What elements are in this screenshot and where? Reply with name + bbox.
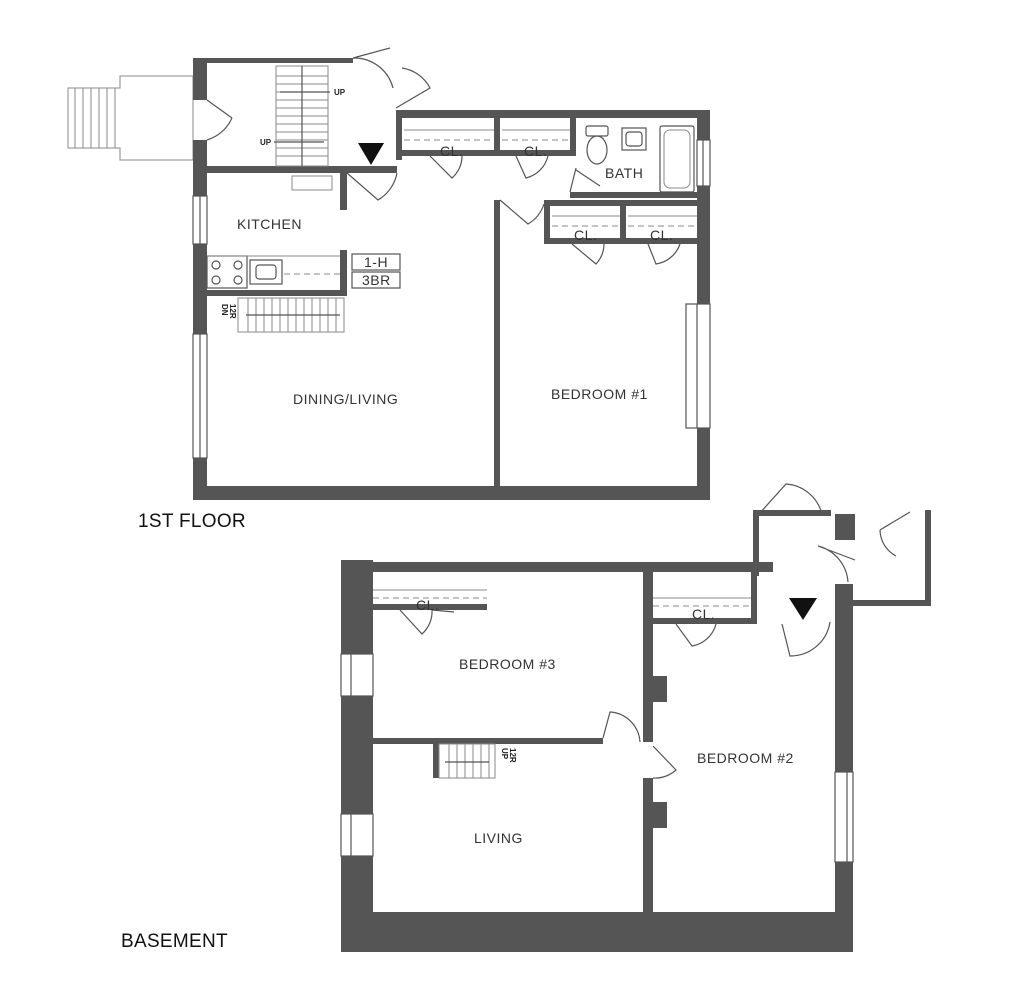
stair-up-label-2: UP (260, 138, 272, 147)
stair-down-count: 12R (228, 304, 237, 319)
basement-floor: CL. CL. UP 12R BEDROOM #3 BEDROOM #2 LIV… (340, 483, 931, 952)
exterior-steps (67, 75, 194, 161)
closet-label: CL. (440, 143, 463, 159)
basement-windows (340, 653, 854, 863)
first-floor-closets (404, 129, 697, 265)
basement-stair-up-label: UP (500, 748, 509, 760)
entry-arrow-icon (789, 598, 817, 620)
closet-label: CL. (524, 143, 547, 159)
first-floor: UP UP CL. CL. CL. CL. (67, 47, 711, 500)
first-floor-walls (193, 58, 710, 500)
stair-up-label-1: UP (334, 88, 346, 97)
toilet-icon (585, 125, 609, 165)
basement-stair-count: 12R (508, 748, 517, 763)
closet-label: CL. (650, 227, 673, 243)
bedroom-3-label: BEDROOM #3 (459, 656, 556, 672)
unit-type: 3BR (362, 272, 391, 288)
stove-icon (211, 260, 243, 285)
closet-label: CL. (416, 597, 439, 613)
basement-walls (341, 510, 931, 952)
kitchen-counter (206, 255, 340, 289)
first-floor-title: 1ST FLOOR (138, 511, 246, 532)
basement-closets (373, 589, 751, 607)
first-floor-windows (192, 139, 711, 459)
bedroom-2-label: BEDROOM #2 (697, 750, 794, 766)
sink-icon (621, 127, 647, 151)
stairs-up (274, 65, 333, 191)
bath-label: BATH (605, 165, 643, 181)
entry-door (206, 47, 431, 201)
closet-label: CL. (692, 606, 715, 622)
bathtub-icon (659, 125, 695, 193)
basement-doors (399, 483, 911, 779)
living-label: LIVING (474, 830, 523, 846)
dining-living-label: DINING/LIVING (293, 391, 398, 407)
basement-title: BASEMENT (121, 931, 228, 952)
stairs-down (237, 297, 345, 333)
stair-down-label: DN (220, 304, 229, 316)
bedroom-1-label: BEDROOM #1 (551, 386, 648, 402)
entry-arrow-icon (358, 143, 384, 165)
unit-number: 1-H (364, 254, 388, 270)
basement-stairs (433, 743, 496, 779)
kitchen-label: KITCHEN (237, 216, 302, 232)
closet-label: CL. (574, 227, 597, 243)
unit-tag (351, 253, 401, 289)
